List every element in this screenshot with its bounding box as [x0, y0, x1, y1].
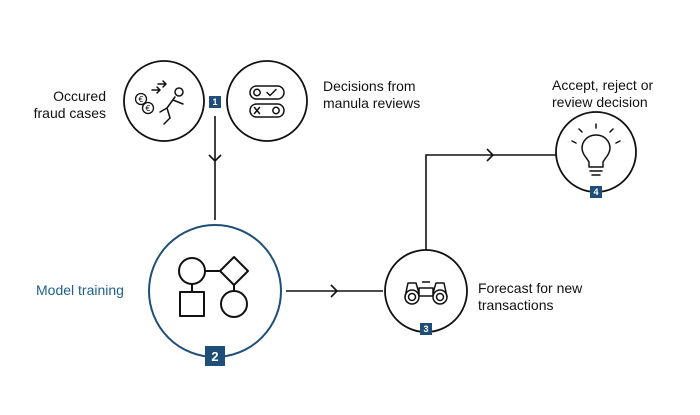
label-forecast-line2: transactions — [478, 297, 554, 313]
node-decision — [555, 111, 637, 193]
label-decision-line2: review decision — [552, 94, 648, 110]
binoculars-icon — [404, 281, 448, 305]
label-model-training: Model training — [36, 282, 124, 298]
label-decision-line1: Accept, reject or — [552, 77, 654, 93]
connector-reviews-to-model — [208, 116, 222, 220]
label-fraud-cases-line2: fraud cases — [33, 105, 106, 121]
node-manual-reviews — [226, 60, 308, 142]
step-badge-4: 4 — [590, 186, 602, 198]
label-fraud-cases-line1: Occured — [53, 88, 106, 104]
label-manual-reviews-line1: Decisions from — [323, 78, 416, 94]
node-forecast — [384, 249, 468, 333]
lightbulb-icon — [571, 123, 621, 176]
label-manual-reviews-line2: manula reviews — [323, 95, 421, 111]
svg-text:€: € — [138, 95, 143, 104]
check-cross-toggles-icon — [249, 85, 285, 118]
node-model-training — [148, 224, 282, 358]
step-badge-1: 1 — [209, 96, 221, 108]
label-decision: Accept, reject or review decision — [552, 77, 653, 111]
label-manual-reviews: Decisions from manula reviews — [323, 78, 420, 112]
connector-forecast-to-decision — [425, 148, 556, 250]
euro-coin-icon: € € — [134, 92, 155, 115]
label-forecast-line1: Forecast for new — [478, 280, 583, 296]
label-fraud-cases: Occured fraud cases — [34, 88, 106, 122]
step-badge-2: 2 — [205, 346, 225, 366]
svg-text:€: € — [145, 104, 150, 113]
label-forecast: Forecast for new transactions — [478, 280, 582, 314]
step-badge-3: 3 — [420, 323, 432, 335]
flowchart-shapes-icon — [178, 256, 249, 318]
node-fraud-cases: € € — [123, 60, 205, 142]
connector-model-to-forecast — [286, 284, 383, 298]
running-thief-icon — [151, 80, 184, 125]
